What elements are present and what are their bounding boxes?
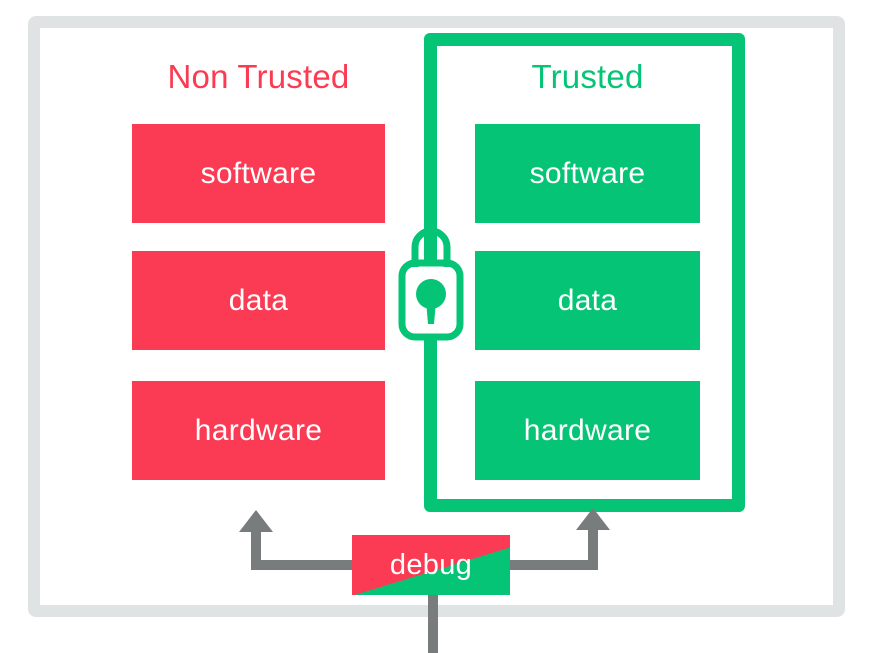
debug-left-vertical-line xyxy=(251,530,261,566)
trusted-layer-hardware: hardware xyxy=(475,381,700,480)
outer-frame-border xyxy=(28,16,845,617)
debug-right-vertical-line xyxy=(588,528,598,566)
arrow-to-non-trusted-icon xyxy=(239,510,273,532)
arrow-to-trusted-icon xyxy=(576,508,610,530)
column-title-non-trusted: Non Trusted xyxy=(167,58,350,95)
column-title-trusted: Trusted xyxy=(531,58,644,95)
debug-node: debug xyxy=(352,535,510,595)
debug-external-line xyxy=(428,592,438,653)
lock-icon xyxy=(398,216,464,342)
trusted-layer-data: data xyxy=(475,251,700,350)
debug-label: debug xyxy=(389,548,473,581)
untrusted-layer-data: data xyxy=(132,251,385,350)
debug-right-horizontal-line xyxy=(507,560,598,570)
untrusted-layer-software: software xyxy=(132,124,385,223)
trusted-layer-software: software xyxy=(475,124,700,223)
debug-split-fill xyxy=(352,535,510,595)
debug-left-horizontal-line xyxy=(251,560,355,570)
untrusted-layer-hardware: hardware xyxy=(132,381,385,480)
